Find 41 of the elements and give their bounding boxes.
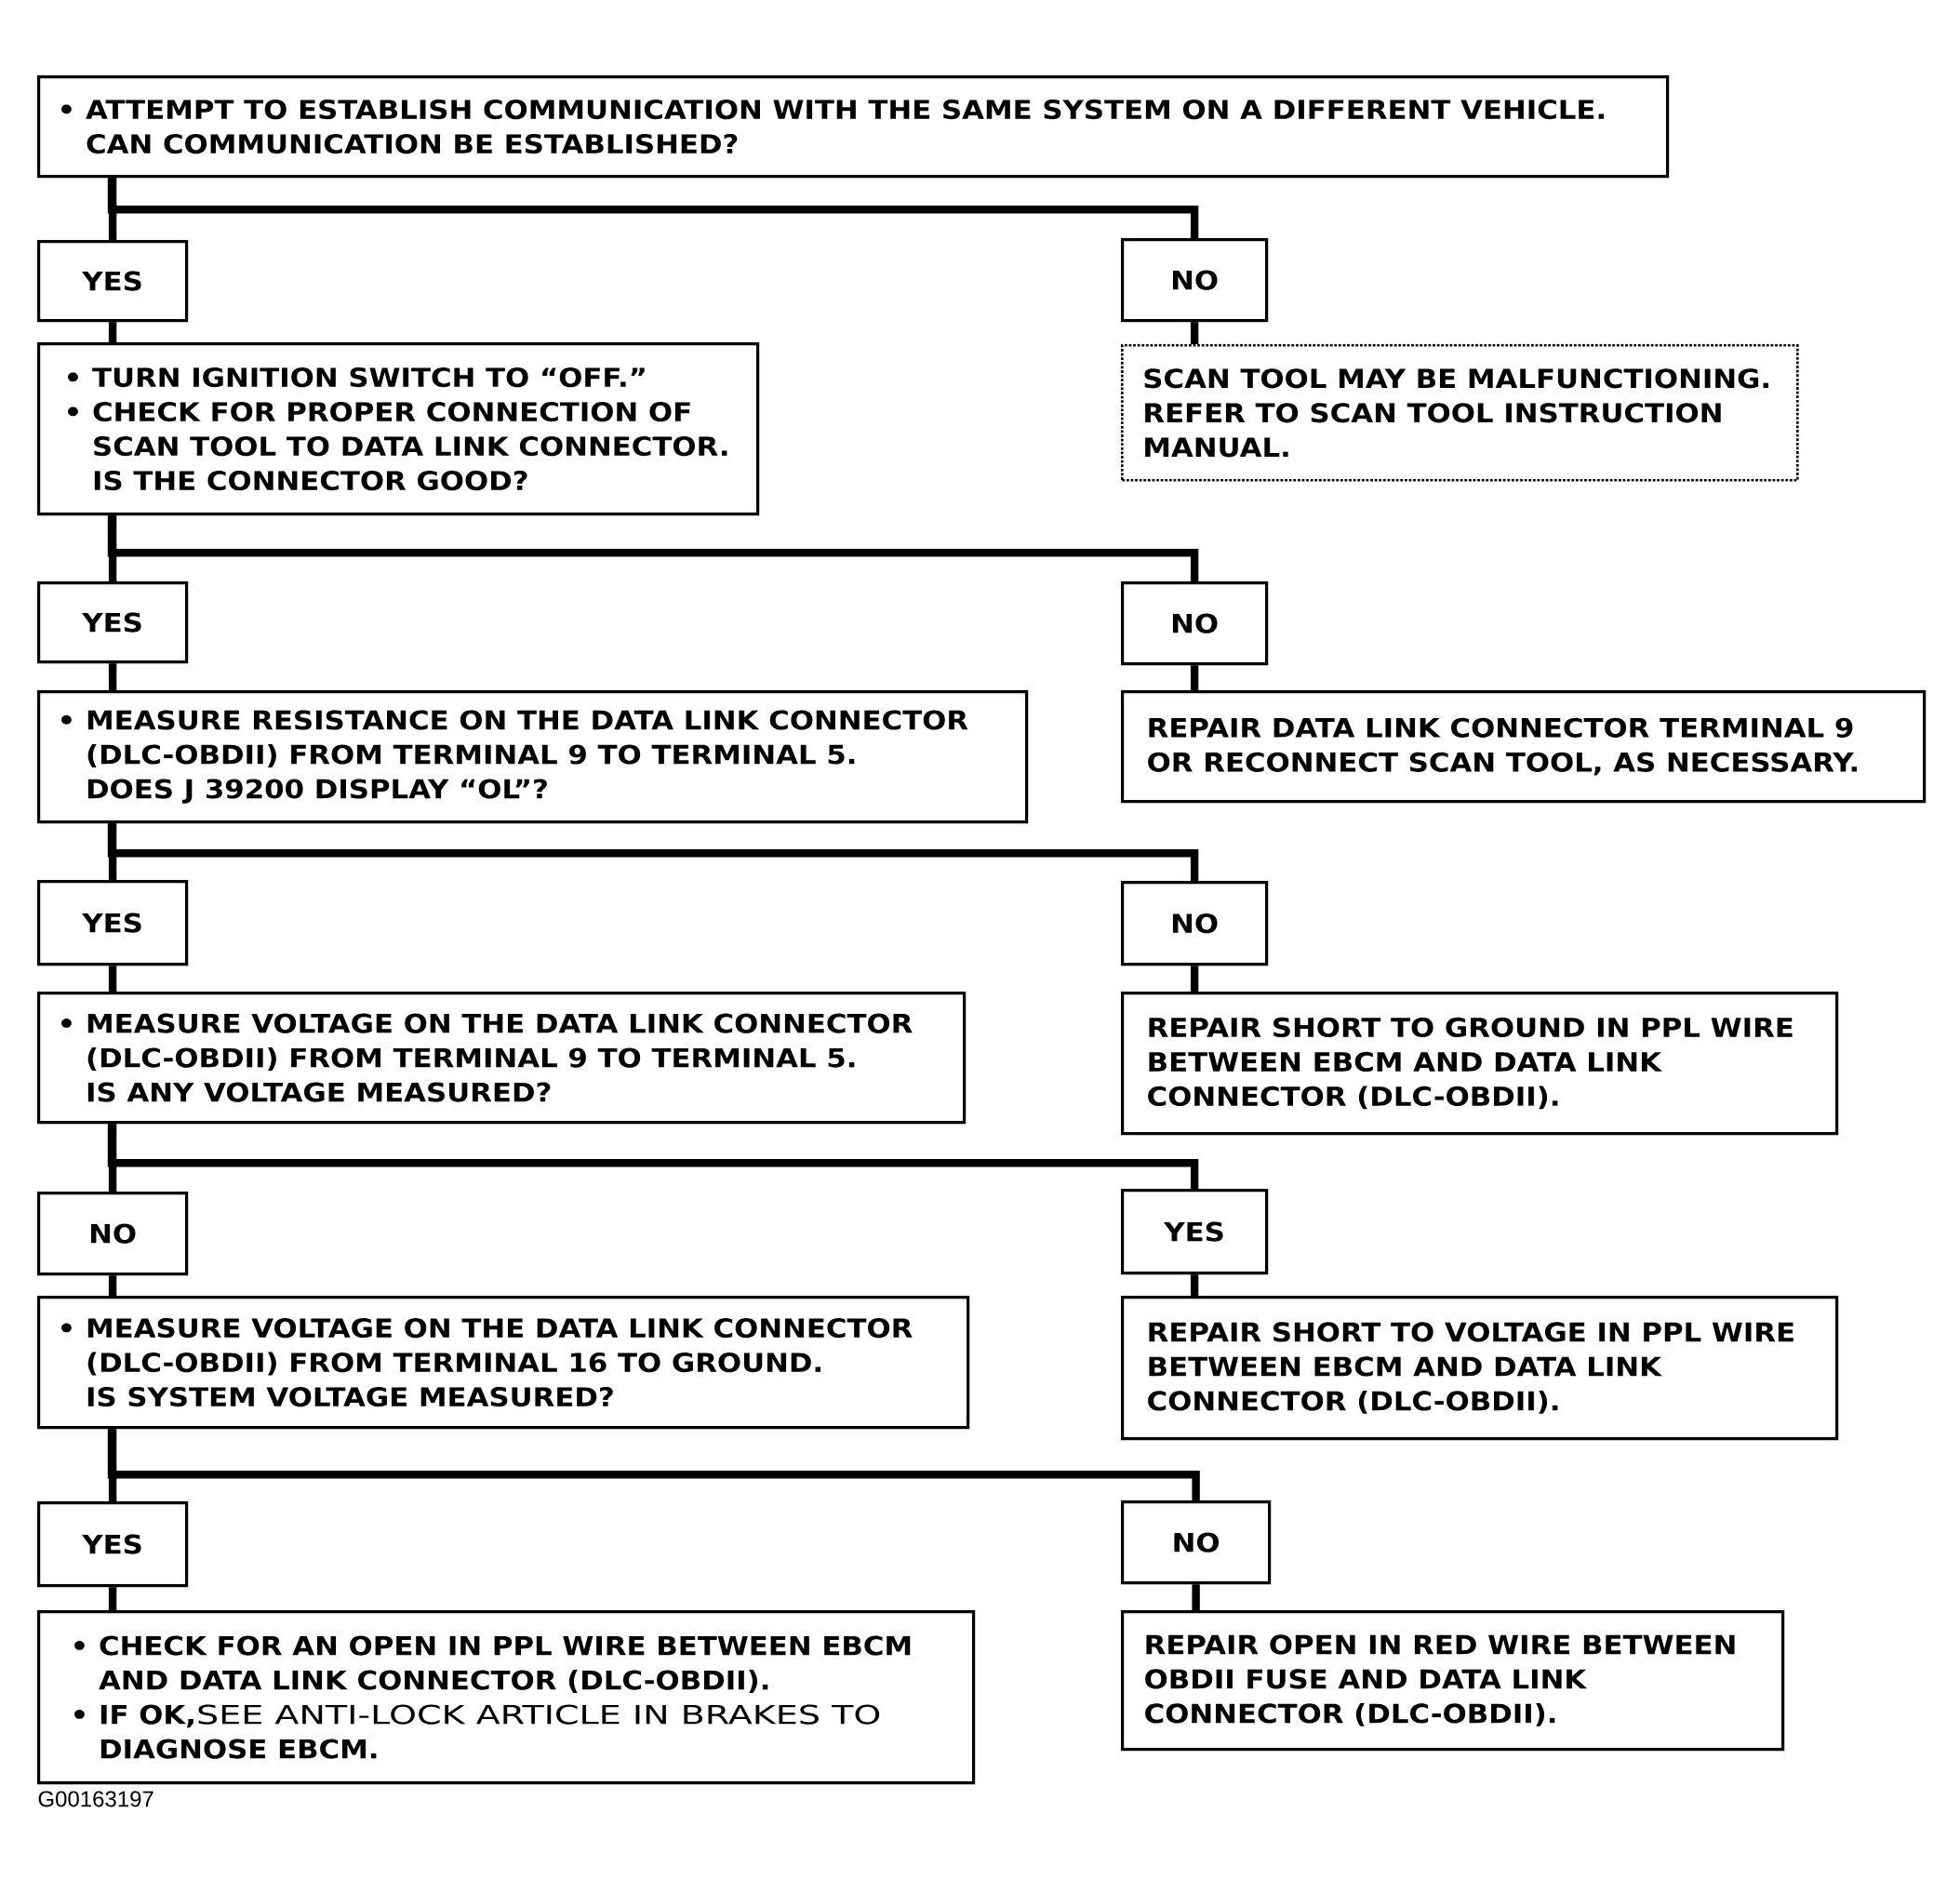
step-box: • MEASURE VOLTAGE ON THE DATA LINK CONNECTOR (DLC-OBDII) FROM TERMINAL 9 TO TERMINAL 5. IS ANY VOLTAGE MEASURED? (37, 992, 967, 1125)
connector-line (107, 515, 1199, 581)
branch-label-box: YES (1121, 1189, 1269, 1275)
connector-line (1190, 1274, 1199, 1296)
branch-label-box: YES (37, 1501, 189, 1588)
connector-line (1190, 966, 1199, 992)
connector-line (108, 178, 117, 240)
connector-line (107, 178, 1199, 238)
connector-line (108, 966, 117, 992)
action-box: REPAIR SHORT TO VOLTAGE IN PPL WIRE BETWEEN EBCM AND DATA LINK CONNECTOR (DLC-OBDII). (1121, 1296, 1839, 1441)
branch-label-box: YES (37, 240, 189, 323)
step-box: • ATTEMPT TO ESTABLISH COMMUNICATION WITH THE SAME SYSTEM ON A DIFFERENT VEHICLE. CAN COMMUNICATION BE ESTABLISHED? (37, 75, 1670, 179)
connector-line (1190, 322, 1199, 344)
step-box: • CHECK FOR AN OPEN IN PPL WIRE BETWEEN EBCM AND DATA LINK CONNECTOR (DLC-OBDII). • IF OK,SEE ANTI-LOCK ARTICLE IN BRAKES TO DIAGNOSE EBCM. (37, 1610, 976, 1785)
branch-label-box: YES (37, 581, 189, 664)
step-box: • MEASURE RESISTANCE ON THE DATA LINK CONNECTOR (DLC-OBDII) FROM TERMINAL 9 TO TERMINAL 5. DOES J 39200 DISPLAY “OL”? (37, 690, 1029, 824)
connector-line (108, 1587, 117, 1610)
connector-line (108, 663, 117, 690)
connector-line (107, 1124, 1199, 1189)
connector-line (108, 1429, 117, 1501)
connector-line (108, 823, 117, 880)
branch-label-box: YES (37, 880, 189, 966)
action-box: REPAIR SHORT TO GROUND IN PPL WIRE BETWEEN EBCM AND DATA LINK CONNECTOR (DLC-OBDII). (1121, 992, 1839, 1136)
connector-line (108, 515, 117, 581)
branch-label-box: NO (37, 1192, 189, 1276)
connector-line (107, 1429, 1200, 1500)
action-box: REPAIR OPEN IN RED WIRE BETWEEN OBDII FUSE AND DATA LINK CONNECTOR (DLC-OBDII). (1121, 1610, 1785, 1752)
connector-line (107, 823, 1199, 881)
note-box: SCAN TOOL MAY BE MALFUNCTIONING. REFER TO SCAN TOOL INSTRUCTION MANUAL. (1121, 344, 1799, 482)
connector-line (108, 1275, 117, 1296)
step-box: • MEASURE VOLTAGE ON THE DATA LINK CONNECTOR (DLC-OBDII) FROM TERMINAL 16 TO GROUND. IS SYSTEM VOLTAGE MEASURED? (37, 1296, 970, 1430)
branch-label-box: NO (1121, 881, 1269, 966)
connector-line (1192, 1584, 1200, 1610)
step-box: • TURN IGNITION SWITCH TO “OFF.” • CHECK FOR PROPER CONNECTION OF SCAN TOOL TO DATA LINK CONNECTOR. IS THE CONNECTOR GOOD? (37, 342, 760, 516)
connector-line (108, 1124, 117, 1192)
branch-label-box: NO (1121, 1500, 1272, 1585)
branch-label-box: NO (1121, 238, 1269, 323)
branch-label-box: NO (1121, 581, 1269, 666)
action-box: REPAIR DATA LINK CONNECTOR TERMINAL 9 OR RECONNECT SCAN TOOL, AS NECESSARY. (1121, 690, 1927, 804)
connector-line (108, 322, 117, 342)
connector-line (1190, 665, 1199, 690)
